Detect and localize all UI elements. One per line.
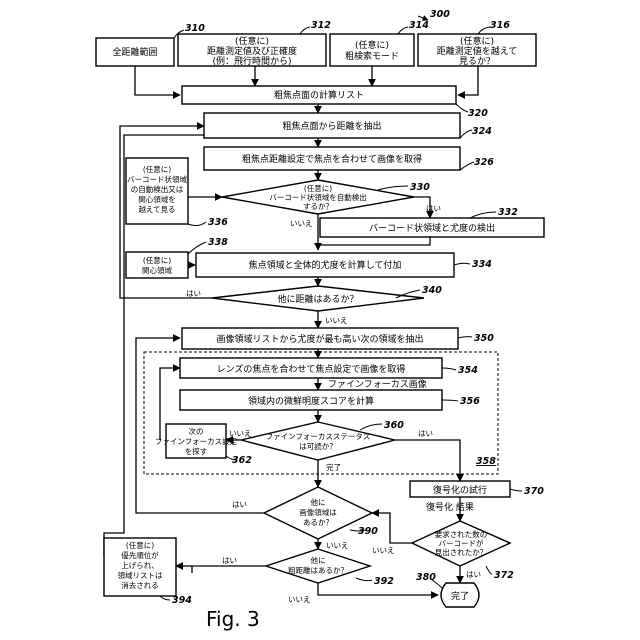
edge-340-yes: はい [186,289,201,298]
node-390-line3: あるか？ [303,518,333,527]
node-380-label: 完了 [451,590,469,602]
edge-360-yes: はい [418,429,433,438]
ref-312: 312 [311,20,331,31]
ref-358: 358 [476,456,496,467]
node-392-line2: 粗距離はあるか？ [288,565,348,575]
node-360-diamond [241,422,395,460]
node-362-line1: 次の [189,426,204,436]
node-336-line5: 越えて見る [138,204,175,214]
ref-316: 316 [490,20,510,31]
ref-338: 338 [208,237,228,248]
ref-310: 310 [185,23,205,34]
node-356-label: 領域内の微鮮明度スコアを計算 [248,395,374,407]
node-336-line2: バーコード状領域 [127,174,187,184]
node-314-line1: (任意に) [355,39,389,51]
node-338-line2: 関心領域 [142,265,172,275]
node-316-line1: (任意に) [460,35,494,47]
node-394-line5: 消去される [121,580,159,590]
edge-360-no: いいえ [229,429,252,438]
edge-fine-focus-image: ファインフォーカス画像 [328,378,427,390]
ref-332: 332 [498,207,518,218]
ref-300: 300 [430,9,450,20]
node-326-label: 粗焦点距離設定で焦点を合わせて画像を取得 [242,153,422,165]
node-334-label: 焦点領域と全体的尤度を計算して付加 [249,259,402,271]
ref-394: 394 [172,595,192,606]
node-394-line2: 優先順位が [121,550,159,560]
node-336-line1: (任意に) [143,164,171,174]
ref-350: 350 [474,333,494,344]
ref-354: 354 [458,365,478,376]
ref-336: 336 [208,217,228,228]
node-394-line4: 領域リストは [118,570,163,580]
node-392-line1: 他に [311,555,326,565]
node-324-label: 粗焦点面から距離を抽出 [282,120,381,132]
edge-360-done: 完了 [326,462,341,472]
node-372-line3: 見出されたか？ [435,547,488,557]
ref-314: 314 [409,20,429,31]
edge-330-no: いいえ [290,219,313,228]
node-354-label: レンズの焦点を合わせて焦点設定で画像を取得 [217,363,406,375]
edge-392-no: いいえ [288,595,311,604]
node-330-line3: するか？ [303,202,333,211]
node-332-label: バーコード状領域と尤度の検出 [369,222,495,234]
edge-decode-result: 復号化 結果 [426,501,474,513]
node-394-line3: 上げられ、 [121,561,159,570]
edge-392-yes: はい [222,556,237,565]
node-394-line1: (任意に) [126,540,154,550]
node-312-line2: 距離測定値及び正確度 [207,45,297,57]
node-310-label: 全距離範囲 [112,46,157,58]
ref-380: 380 [416,572,436,583]
edge-390-yes: はい [232,500,247,509]
node-360-line2: は可読か？ [299,441,337,451]
node-316-line2: 距離測定値を越えて [437,45,518,57]
edge-390-no: いいえ [326,541,349,550]
ref-340: 340 [422,285,442,296]
node-320-label: 粗焦点面の計算リスト [274,89,364,101]
ref-326: 326 [474,157,494,168]
node-362-line3: を探す [185,446,208,456]
node-312-line3: (例：飛行時間から) [212,55,291,67]
ref-360: 360 [384,420,404,431]
node-330-line2: バーコード状領域を自動検出 [269,192,367,202]
node-390-line2: 画像領域は [299,507,337,517]
node-390-line1: 他に [311,497,326,507]
node-362-line2: ファインフォーカス設定 [155,436,238,446]
ref-390: 390 [358,526,378,537]
node-372-line1: 要求された数の [435,529,488,539]
edge-372-no: いいえ [372,546,395,555]
node-360-line1: ファインフォーカスステータス [266,432,371,441]
node-370-label: 復号化の試行 [433,484,487,496]
node-350-label: 画像領域リストから尤度が最も高い次の領域を抽出 [216,333,423,345]
ref-330: 330 [410,182,430,193]
node-336-line4: 関心領域を [138,194,176,204]
node-336-line3: の自動検出又は [131,184,184,194]
ref-372: 372 [494,570,514,581]
ref-320: 320 [468,108,488,119]
node-314-line2: 粗検索モード [345,50,399,62]
ref-392: 392 [374,576,394,587]
edge-330-yes: はい [426,204,441,213]
node-340-label: 他に距離はあるか？ [277,293,358,305]
edge-372-yes: はい [466,570,481,579]
node-330-line1: (任意に) [304,183,332,193]
ref-356: 356 [460,396,480,407]
figure-caption: Fig. 3 [206,607,260,631]
node-338-line1: (任意に) [143,255,171,265]
ref-324: 324 [472,126,492,137]
node-372-line2: バーコードが [439,538,484,548]
node-312-line1: (任意に) [235,35,269,47]
ref-370: 370 [524,486,544,497]
edge-340-no: いいえ [325,316,348,325]
ref-334: 334 [472,259,492,270]
node-316-line3: 見るか？ [459,56,495,67]
ref-362: 362 [232,455,252,466]
